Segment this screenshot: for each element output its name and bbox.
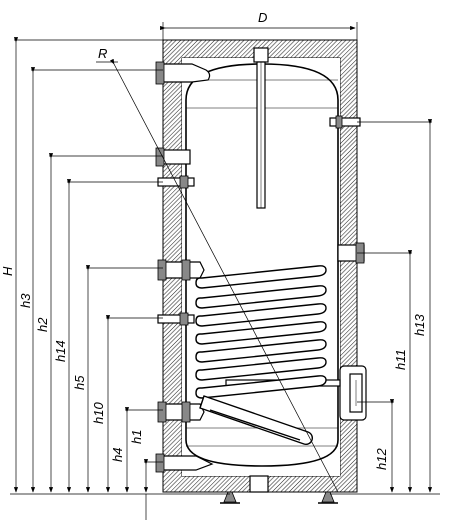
label-h14: h14 <box>53 340 68 362</box>
dimension-lines-right <box>330 119 440 495</box>
dimension-d <box>160 22 358 40</box>
coil-outlet-port <box>157 259 205 281</box>
label-r: R <box>98 46 107 61</box>
dimension-line <box>13 37 163 493</box>
coil-inlet-port <box>157 401 205 423</box>
radius-line <box>96 58 339 493</box>
dimension-lines-left <box>10 37 230 520</box>
support-feet <box>220 475 338 504</box>
label-h12: h12 <box>374 448 389 470</box>
dimension-line <box>48 153 163 493</box>
coil-turn <box>195 375 327 399</box>
dimension-line <box>357 119 433 493</box>
label-h2: h2 <box>35 317 50 332</box>
coil-turn <box>195 321 327 345</box>
coil-turn <box>195 357 327 381</box>
dimension-line <box>30 67 163 493</box>
label-h: H <box>0 266 15 276</box>
dimension-line <box>105 315 163 493</box>
label-h13: h13 <box>412 314 427 336</box>
coil-turn <box>195 303 327 327</box>
sensor-port-lower <box>157 312 195 326</box>
cold-water-inlet <box>155 453 214 473</box>
thermometer-port <box>329 115 361 129</box>
dimension-line <box>357 250 413 493</box>
label-h4: h4 <box>110 448 125 462</box>
label-d: D <box>258 10 267 25</box>
dimension-line <box>66 179 163 493</box>
dimension-line <box>85 265 163 493</box>
label-h3: h3 <box>18 293 33 308</box>
coil-turn <box>195 285 327 309</box>
dimension-line <box>124 407 163 493</box>
coil-turn <box>195 339 327 363</box>
dimension-line <box>143 459 163 493</box>
label-h1: h1 <box>129 430 144 444</box>
label-h11: h11 <box>393 349 408 370</box>
label-h10: h10 <box>91 402 106 424</box>
heating-element-flange <box>225 365 367 421</box>
label-h5: h5 <box>72 375 87 390</box>
anode-rod <box>253 47 269 209</box>
circulation-port <box>155 147 191 167</box>
hot-water-outlet <box>155 61 211 85</box>
heat-exchanger-coil <box>195 265 327 446</box>
dimension-line <box>357 399 395 493</box>
